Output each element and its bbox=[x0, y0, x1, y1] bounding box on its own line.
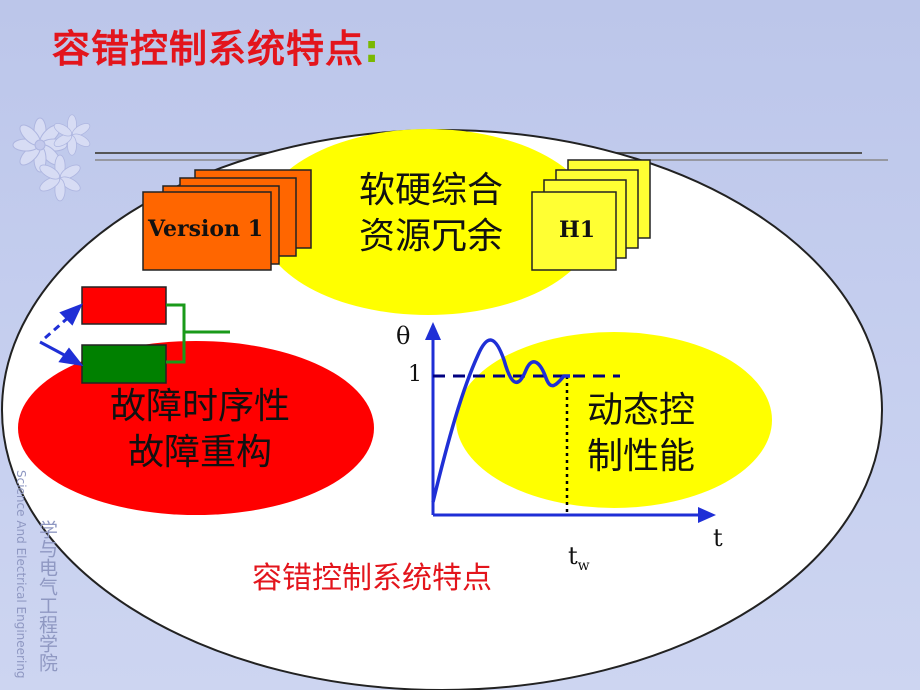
white-marker bbox=[735, 548, 749, 566]
primary-module-box bbox=[81, 286, 167, 325]
bottom-title: 容错控制系统特点 bbox=[252, 561, 492, 596]
switch-arrows-icon bbox=[39, 303, 84, 367]
side-watermark-en: Science And Electrical Engineering bbox=[14, 470, 28, 679]
redundancy-label-line1: 软硬综合 bbox=[358, 170, 503, 211]
fault-label-line1: 故障时序性 bbox=[109, 386, 290, 427]
backup-module-box bbox=[81, 344, 167, 384]
redundancy-ellipse bbox=[260, 129, 596, 315]
dynamic-label-line1: 动态控 bbox=[586, 390, 695, 431]
module-connector bbox=[166, 303, 230, 364]
tw-label: tw bbox=[568, 542, 590, 574]
tw-label-main: t bbox=[568, 542, 578, 570]
h-box-label: H1 bbox=[559, 217, 596, 243]
fault-label-line2: 故障重构 bbox=[127, 432, 272, 473]
title-colon: : bbox=[364, 27, 381, 71]
setpoint-tick-label: 1 bbox=[408, 362, 422, 387]
response-curve bbox=[431, 338, 570, 503]
tw-label-sub: w bbox=[577, 557, 590, 574]
flower-ornament-icon bbox=[12, 114, 91, 202]
dynamic-label: 动态控 制性能 bbox=[576, 388, 706, 480]
fault-ellipse bbox=[18, 341, 374, 515]
response-plot bbox=[425, 322, 716, 523]
dynamic-label-line2: 制性能 bbox=[586, 436, 695, 477]
redundancy-label-line2: 资源冗余 bbox=[358, 216, 503, 257]
x-axis-arrow-icon bbox=[698, 507, 716, 523]
version-box-label: Version 1 bbox=[148, 216, 264, 242]
page-title: 容错控制系统特点: bbox=[52, 18, 380, 73]
version-box-stack bbox=[142, 169, 312, 271]
y-axis-arrow-icon bbox=[425, 322, 441, 340]
theta-axis-label: θ bbox=[396, 322, 411, 350]
time-axis-label: t bbox=[713, 524, 723, 552]
fault-label: 故障时序性 故障重构 bbox=[80, 384, 320, 476]
h-box-stack bbox=[531, 159, 651, 271]
side-watermark-cn: 学与电气工程学院 bbox=[36, 520, 58, 672]
page-title-text: 容错控制系统特点 bbox=[52, 27, 365, 71]
redundancy-label: 软硬综合 资源冗余 bbox=[346, 168, 516, 260]
